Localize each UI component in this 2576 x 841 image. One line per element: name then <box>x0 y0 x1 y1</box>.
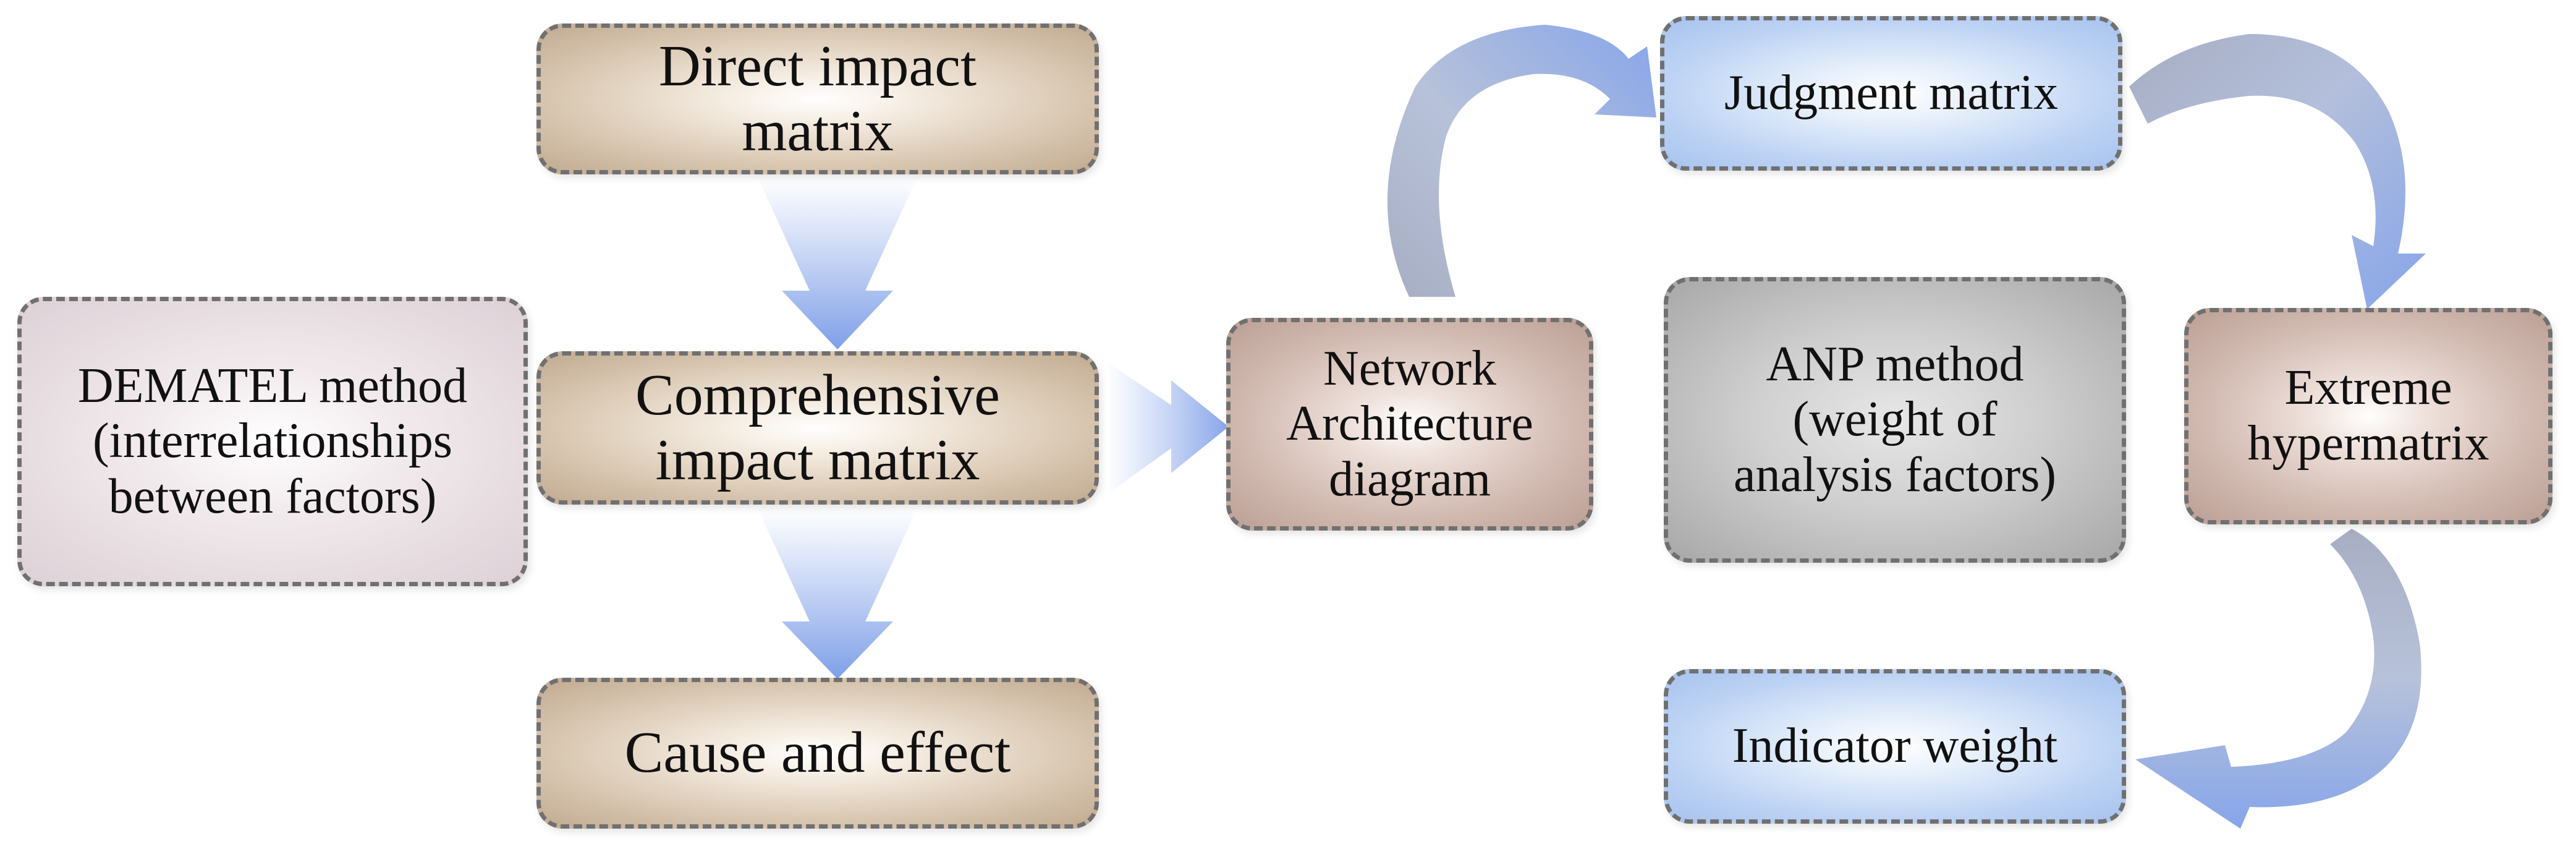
network-architecture-diagram-box: Network Architecture diagram <box>1226 318 1593 531</box>
indicator-weight-label: Indicator weight <box>1732 719 2058 774</box>
extreme-hypermatrix-box: Extreme hypermatrix <box>2184 308 2553 524</box>
arrow-network-to-judgment <box>1387 25 1656 297</box>
network-architecture-diagram-label: Network Architecture diagram <box>1286 341 1533 506</box>
direct-impact-matrix-label: Direct impact matrix <box>658 33 977 163</box>
arrow-extreme-to-indicator <box>2135 529 2421 829</box>
arrow-judgment-to-extreme <box>2129 34 2426 309</box>
extreme-hypermatrix-label: Extreme hypermatrix <box>2247 361 2489 471</box>
direct-impact-matrix-box: Direct impact matrix <box>536 23 1099 174</box>
cause-and-effect-box: Cause and effect <box>536 678 1099 829</box>
cause-and-effect-label: Cause and effect <box>624 720 1011 785</box>
anp-method-box: ANP method (weight of analysis factors) <box>1664 277 2126 563</box>
judgment-matrix-box: Judgment matrix <box>1660 16 2122 171</box>
comprehensive-impact-matrix-box: Comprehensive impact matrix <box>536 351 1099 505</box>
judgment-matrix-label: Judgment matrix <box>1724 66 2058 121</box>
indicator-weight-box: Indicator weight <box>1664 669 2126 824</box>
comprehensive-impact-matrix-label: Comprehensive impact matrix <box>635 362 1000 492</box>
arrow-comprehensive-to-network <box>1106 362 1229 495</box>
anp-method-label: ANP method (weight of analysis factors) <box>1733 336 2057 502</box>
arrow-comprehensive-to-cause <box>757 507 918 679</box>
arrow-direct-to-comprehensive <box>757 176 918 349</box>
dematel-method-box: DEMATEL method (interrelationships betwe… <box>17 297 528 586</box>
dematel-method-label: DEMATEL method (interrelationships betwe… <box>77 358 468 524</box>
